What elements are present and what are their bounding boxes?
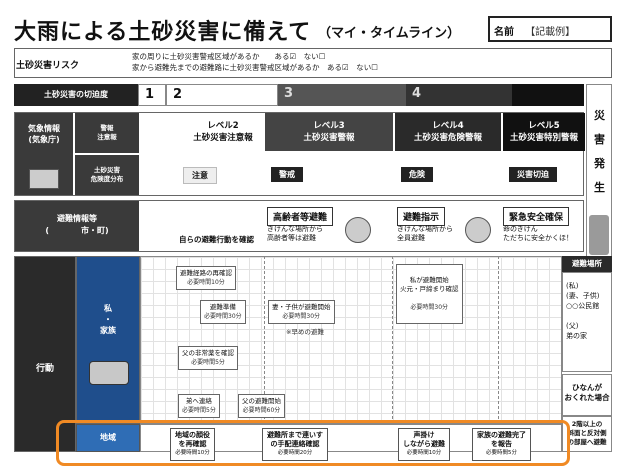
tag-danger: 危険 [401, 167, 433, 182]
community-note-time: 必要時間20分 [277, 450, 313, 456]
note-time: 必要時間5分 [182, 407, 216, 414]
action-note: 弟へ連絡 必要時間5分 [178, 394, 220, 418]
tag-imminent: 災害切迫 [509, 167, 557, 182]
action-note: 避難準備 必要時間30分 [200, 300, 246, 324]
emergency-safety-sub: 命のきけん ただちに安全かくほ！ [503, 225, 573, 242]
community-note-time: 必要時間5分 [486, 450, 517, 456]
evacuation-label-line-1: 避難情報等 [57, 214, 97, 223]
evacuation-label: 避難情報等 ( 市・町) [15, 201, 139, 251]
action-label: 行動 [35, 364, 54, 374]
early-evac-note: ※早めの避難 [286, 328, 324, 336]
divider-level4 [392, 256, 393, 424]
late-evac-text: 2階以上の 斜面と反対側 の部屋へ避難 [562, 416, 612, 452]
late-evac-title: ひなんが おくれた場合 [562, 374, 612, 416]
note-time: 必要時間5分 [191, 359, 225, 366]
community-note-text: 声掛け しながら避難 [403, 431, 445, 448]
community-note: 声掛け しながら避難 必要時間10分 [398, 428, 450, 461]
name-label: 名前 [494, 27, 514, 38]
family-mascots [89, 361, 129, 385]
note-time: 必要時間30分 [410, 304, 449, 311]
risk-box [14, 48, 612, 78]
name-box: 名前 【記載例】 [488, 16, 612, 42]
evacuation-label-line-2: ( 市・町) [45, 226, 109, 235]
landslide-illustration [589, 215, 609, 255]
urgency-row: 土砂災害の切迫度 1 2 3 4 [14, 84, 584, 106]
side-char-4: 生 [594, 181, 605, 194]
community-note-text: 家族の避難完了 を報告 [477, 431, 526, 448]
shelter-title: 避難場所 [562, 256, 612, 272]
name-value: 【記載例】 [525, 27, 576, 38]
community-note: 家族の避難完了 を報告 必要時間5分 [472, 428, 531, 461]
urgency-level-1: 1 [138, 84, 166, 106]
evac-order-box: 避難指示 [397, 207, 446, 226]
elderly-evac-sub: きけんな場所から 高齢者等は避難 [267, 225, 323, 242]
weather-label-line-2: (気象庁) [28, 135, 60, 144]
note-time: 必要時間30分 [282, 313, 321, 320]
urgency-level-2: 2 [166, 84, 278, 106]
risk-line-1: 家の周りに土砂災害警戒区域があるか ある☑ ない☐ [132, 52, 326, 61]
evac-order-sub: きけんな場所から 全員避難 [397, 225, 453, 242]
action-note: 妻・子供が避難開始 必要時間30分 [268, 300, 335, 324]
action-label-box: 行動 [14, 256, 76, 452]
elderly-evac-box: 高齢者等避難 [267, 207, 334, 226]
community-note-time: 必要時間10分 [406, 450, 442, 456]
note-time: 必要時間10分 [187, 279, 225, 286]
level5-heading: レベル5 土砂災害特別警報 [503, 113, 585, 151]
note-text: 避難準備 [209, 303, 236, 311]
mascot-weather [29, 169, 59, 189]
community-note-text: 避難所まで連いす の手配連絡確認 [267, 431, 323, 448]
private-label: 私 ・ 家族 [100, 304, 116, 335]
risk-line-2: 家から避難先までの避難路に土砂災害警戒区域があるか ある☑ ない☐ [132, 63, 378, 72]
shelter-list: (私) (妻、子供) ○○公民館 (父) 弟の家 [562, 272, 612, 372]
risk-label: 土砂災害リスク [16, 61, 80, 71]
note-text: 妻・子供が避難開始 [272, 303, 331, 311]
emergency-safety-box: 緊急安全確保 [503, 207, 570, 226]
level3-heading: レベル3 土砂災害警報 [265, 113, 393, 151]
divider-level5 [498, 256, 499, 424]
community-highlight [56, 420, 570, 466]
divider-level3 [264, 256, 265, 424]
urgency-level-4: 4 [406, 84, 512, 106]
action-note: 避難経路の再確認 必要時間10分 [176, 266, 236, 290]
note-text: 私が避難開始 火元・戸締まり確認 [400, 276, 459, 293]
side-char-1: 災 [594, 109, 605, 122]
side-char-2: 害 [594, 133, 605, 146]
mascot-elderly [345, 217, 371, 243]
disaster-column: 災 害 発 生 [586, 84, 612, 274]
urgency-label: 土砂災害の切迫度 [14, 84, 138, 106]
community-note-time: 必要時間10分 [175, 450, 210, 456]
level2-evac-text: 自らの避難行動を確認 [179, 235, 254, 244]
tag-caution: 注意 [183, 167, 217, 184]
level4-heading: レベル4 土砂災害危険警報 [395, 113, 501, 151]
tag-alert: 警戒 [271, 167, 303, 182]
weather-section: 気象情報 (気象庁) 警報 注意報 土砂災害 危険度分布 レベル2 土砂災害注意… [14, 112, 585, 196]
weather-label-line-1: 気象情報 [28, 124, 60, 133]
action-note: 私が避難開始 火元・戸締まり確認 必要時間30分 [396, 264, 463, 324]
community-note-text: 地域の顔役 を再確認 [175, 431, 210, 448]
page-subtitle: （マイ・タイムライン） [318, 26, 461, 41]
risk-map-label: 土砂災害 危険度分布 [75, 155, 139, 195]
note-time: 必要時間30分 [204, 313, 242, 320]
note-text: 弟へ連絡 [185, 397, 212, 405]
side-char-3: 発 [594, 157, 605, 170]
level2-heading: レベル2 土砂災害注意報 [193, 121, 253, 143]
action-note: 父の避難開始 必要時間60分 [238, 394, 285, 418]
note-text: 避難経路の再確認 [180, 269, 232, 277]
urgency-level-5 [512, 84, 584, 106]
note-time: 必要時間60分 [242, 407, 281, 414]
note-text: 父の避難開始 [242, 397, 281, 405]
risk-text: 家の周りに土砂災害警戒区域があるか ある☑ ない☐ 家から避難先までの避難路に土… [132, 51, 378, 73]
note-text: 父の非常薬を確認 [182, 349, 234, 357]
page-title: 大雨による土砂災害に備えて [14, 20, 312, 45]
mascot-order [465, 217, 491, 243]
evacuation-section: 避難情報等 ( 市・町) 自らの避難行動を確認 高齢者等避難 きけんな場所から … [14, 200, 584, 252]
community-label: 地域 [76, 424, 140, 452]
action-note: 父の非常薬を確認 必要時間5分 [178, 346, 238, 370]
urgency-level-3: 3 [278, 84, 406, 106]
community-note: 避難所まで連いす の手配連絡確認 必要時間20分 [262, 428, 328, 461]
private-label-box: 私 ・ 家族 [76, 256, 140, 424]
community-note: 地域の顔役 を再確認 必要時間10分 [170, 428, 215, 461]
warning-label: 警報 注意報 [75, 113, 139, 153]
